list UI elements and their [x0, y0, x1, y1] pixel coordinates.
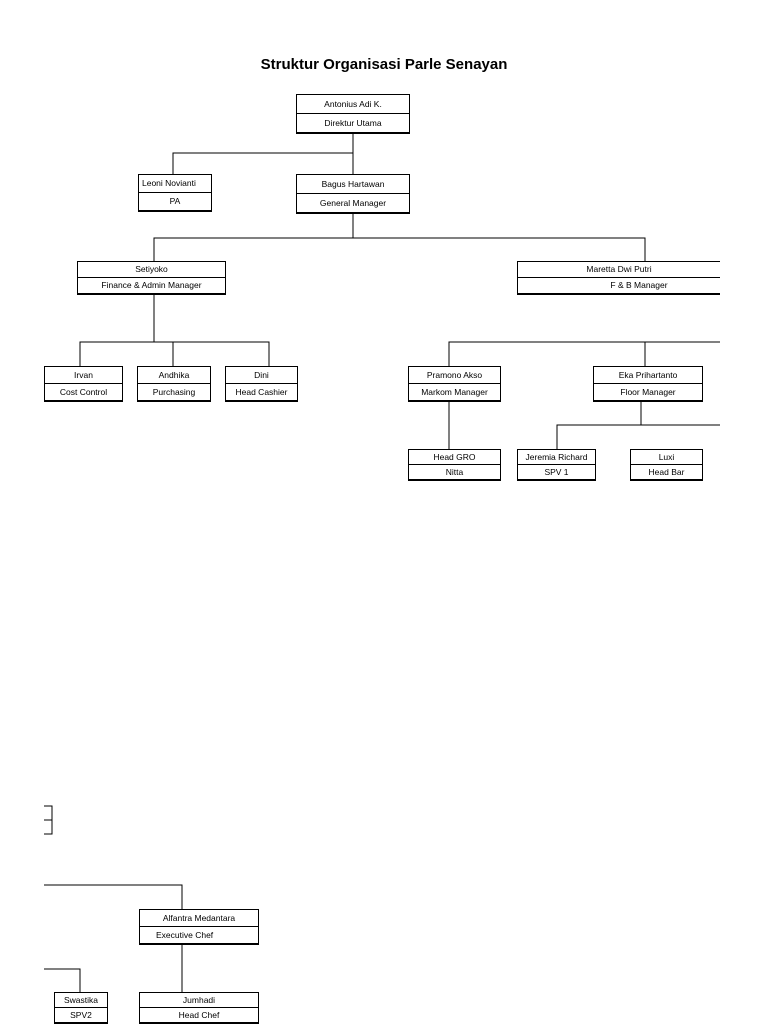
node-name: Maretta Dwi Putri: [518, 262, 720, 278]
node-pa: Leoni Novianti PA: [138, 174, 212, 212]
node-cost-control: Irvan Cost Control: [44, 366, 123, 402]
node-name: Jumhadi: [140, 993, 258, 1008]
node-fnb-manager: Maretta Dwi Putri F & B Manager: [517, 261, 720, 295]
node-floor-manager: Eka Prihartanto Floor Manager: [593, 366, 703, 402]
node-purchasing: Andhika Purchasing: [137, 366, 211, 402]
node-role: Purchasing: [152, 386, 196, 397]
node-head-cashier: Dini Head Cashier: [225, 366, 298, 402]
node-role: Direktur Utama: [324, 117, 382, 128]
connector-fnb: [448, 341, 720, 366]
node-role: SPV2: [70, 1009, 92, 1020]
connector-floor-staff: [556, 424, 720, 449]
node-finance-admin-manager: Setiyoko Finance & Admin Manager: [77, 261, 226, 295]
node-general-manager: Bagus Hartawan General Manager: [296, 174, 410, 214]
node-name: Alfantra Medantara: [140, 910, 258, 927]
node-role: Head Chef: [178, 1009, 220, 1020]
node-executive-chef: Alfantra Medantara Executive Chef: [139, 909, 259, 945]
node-head-chef: Jumhadi Head Chef: [139, 992, 259, 1024]
node-name: Eka Prihartanto: [594, 367, 702, 384]
node-name: Pramono Akso: [409, 367, 500, 384]
node-role: Head Bar: [648, 466, 685, 477]
node-head-bar: Luxi Head Bar: [630, 449, 703, 481]
node-name: Irvan: [45, 367, 122, 384]
node-name: Antonius Adi K.: [297, 95, 409, 114]
node-name: Jeremia Richard: [518, 450, 595, 465]
node-name: Head GRO: [409, 450, 500, 465]
node-spv2: Swastika SPV2: [54, 992, 108, 1024]
node-role: Floor Manager: [620, 386, 676, 397]
node-head-gro: Head GRO Nitta: [408, 449, 501, 481]
node-role: PA: [169, 196, 181, 207]
chart-title: Struktur Organisasi Parle Senayan: [260, 56, 508, 73]
connector-leoni: [172, 152, 354, 174]
node-role: Nitta: [445, 466, 464, 477]
connector-exec-chef: [44, 884, 183, 909]
node-role: Head Cashier: [235, 386, 288, 397]
node-name: Setiyoko: [78, 262, 225, 278]
node-spv1: Jeremia Richard SPV 1: [517, 449, 596, 481]
node-name: Andhika: [138, 367, 210, 384]
node-role: General Manager: [319, 197, 387, 208]
node-name: Bagus Hartawan: [297, 175, 409, 194]
node-markom-manager: Pramono Akso Markom Manager: [408, 366, 501, 402]
node-role: Finance & Admin Manager: [101, 280, 202, 291]
node-role: Cost Control: [59, 386, 108, 397]
node-name: Leoni Novianti: [139, 175, 211, 193]
node-role: Markom Manager: [421, 386, 488, 397]
connector-swastika: [44, 968, 81, 992]
node-role: SPV 1: [544, 466, 569, 477]
node-role: Executive Chef: [156, 929, 214, 940]
node-name: Swastika: [55, 993, 107, 1008]
connector-finance-staff: [79, 341, 270, 366]
node-name: Luxi: [631, 450, 702, 465]
node-direktur-utama: Antonius Adi K. Direktur Utama: [296, 94, 410, 134]
node-name: Dini: [226, 367, 297, 384]
node-role: F & B Manager: [610, 280, 668, 291]
connector-setiyoko: [153, 237, 646, 261]
